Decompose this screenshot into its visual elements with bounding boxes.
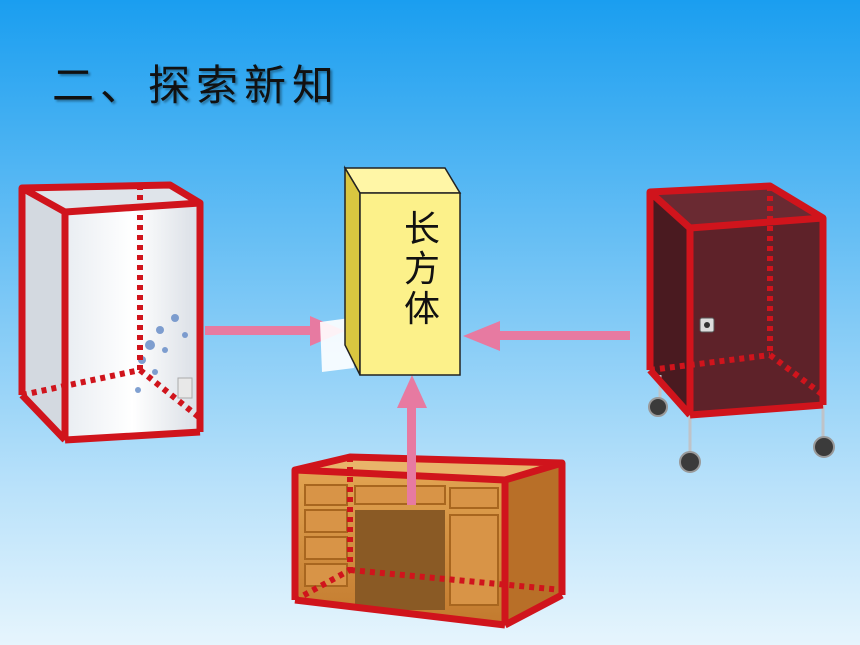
cuboid-front	[359, 192, 461, 376]
cuboid-side	[344, 165, 361, 376]
cuboid-label-char-3: 体	[403, 289, 440, 330]
desk-knee-space	[355, 510, 445, 610]
cabinet-side	[650, 192, 690, 415]
freezer-outline	[18, 181, 204, 444]
arrow-left-head-icon	[463, 321, 500, 351]
freezer-object	[18, 181, 204, 444]
desk-object	[291, 453, 566, 629]
slide-title: 二、探索新知	[52, 61, 341, 110]
desk-drawers	[304, 484, 499, 606]
arrow-left-shaft	[497, 331, 630, 340]
arrow-up-shaft	[407, 400, 416, 505]
cabinet-front	[690, 218, 823, 415]
cabinet-outline	[646, 182, 827, 419]
cabinet-top	[650, 186, 823, 228]
desk-outline	[291, 453, 566, 629]
freezer-hidden-edges	[21, 185, 202, 421]
cuboid-model	[343, 165, 462, 376]
cuboid-label: 长 方 体	[397, 210, 447, 330]
cuboid-label-char-2: 方	[403, 249, 440, 290]
arrow-up-head-icon	[397, 375, 427, 408]
desk-side	[505, 463, 562, 625]
freezer-knob	[177, 377, 193, 399]
freezer-front	[65, 203, 200, 440]
cabinet-wheels-icon	[648, 397, 835, 473]
desk-hidden-edges	[293, 457, 563, 603]
arrow-right-shaft	[205, 326, 315, 335]
freezer-side	[22, 188, 65, 440]
cuboid-label-char-1: 长	[403, 209, 440, 250]
cuboid-top	[343, 167, 462, 194]
cabinet-object	[646, 182, 835, 473]
cabinet-hidden-edges	[649, 186, 825, 398]
arrows	[205, 316, 630, 505]
